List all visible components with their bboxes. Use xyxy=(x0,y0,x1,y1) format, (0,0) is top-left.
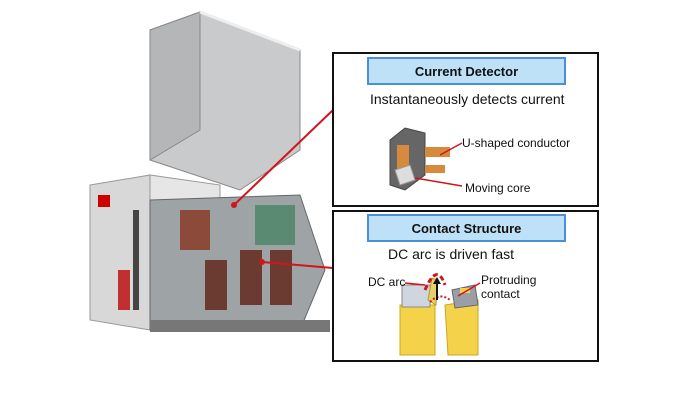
contact-structure-title: Contact Structure xyxy=(367,214,566,242)
current-detector-part-icon xyxy=(389,127,450,191)
contact-structure-subtitle: DC arc is driven fast xyxy=(388,246,515,262)
logo-icon xyxy=(98,195,110,207)
protruding-contact-label-line1: Protruding xyxy=(481,273,537,287)
leader-line-detector xyxy=(233,109,334,206)
current-detector-subtitle: Instantaneously detects current xyxy=(370,91,565,107)
moving-core-label: Moving core xyxy=(465,181,531,195)
dc-arc-label: DC arc xyxy=(368,275,406,289)
u-shaped-conductor-label: U-shaped conductor xyxy=(462,136,571,150)
current-detector-title: Current Detector xyxy=(367,57,566,85)
leader-line-contact xyxy=(261,261,334,269)
protruding-contact-label-line2: contact xyxy=(481,287,520,301)
